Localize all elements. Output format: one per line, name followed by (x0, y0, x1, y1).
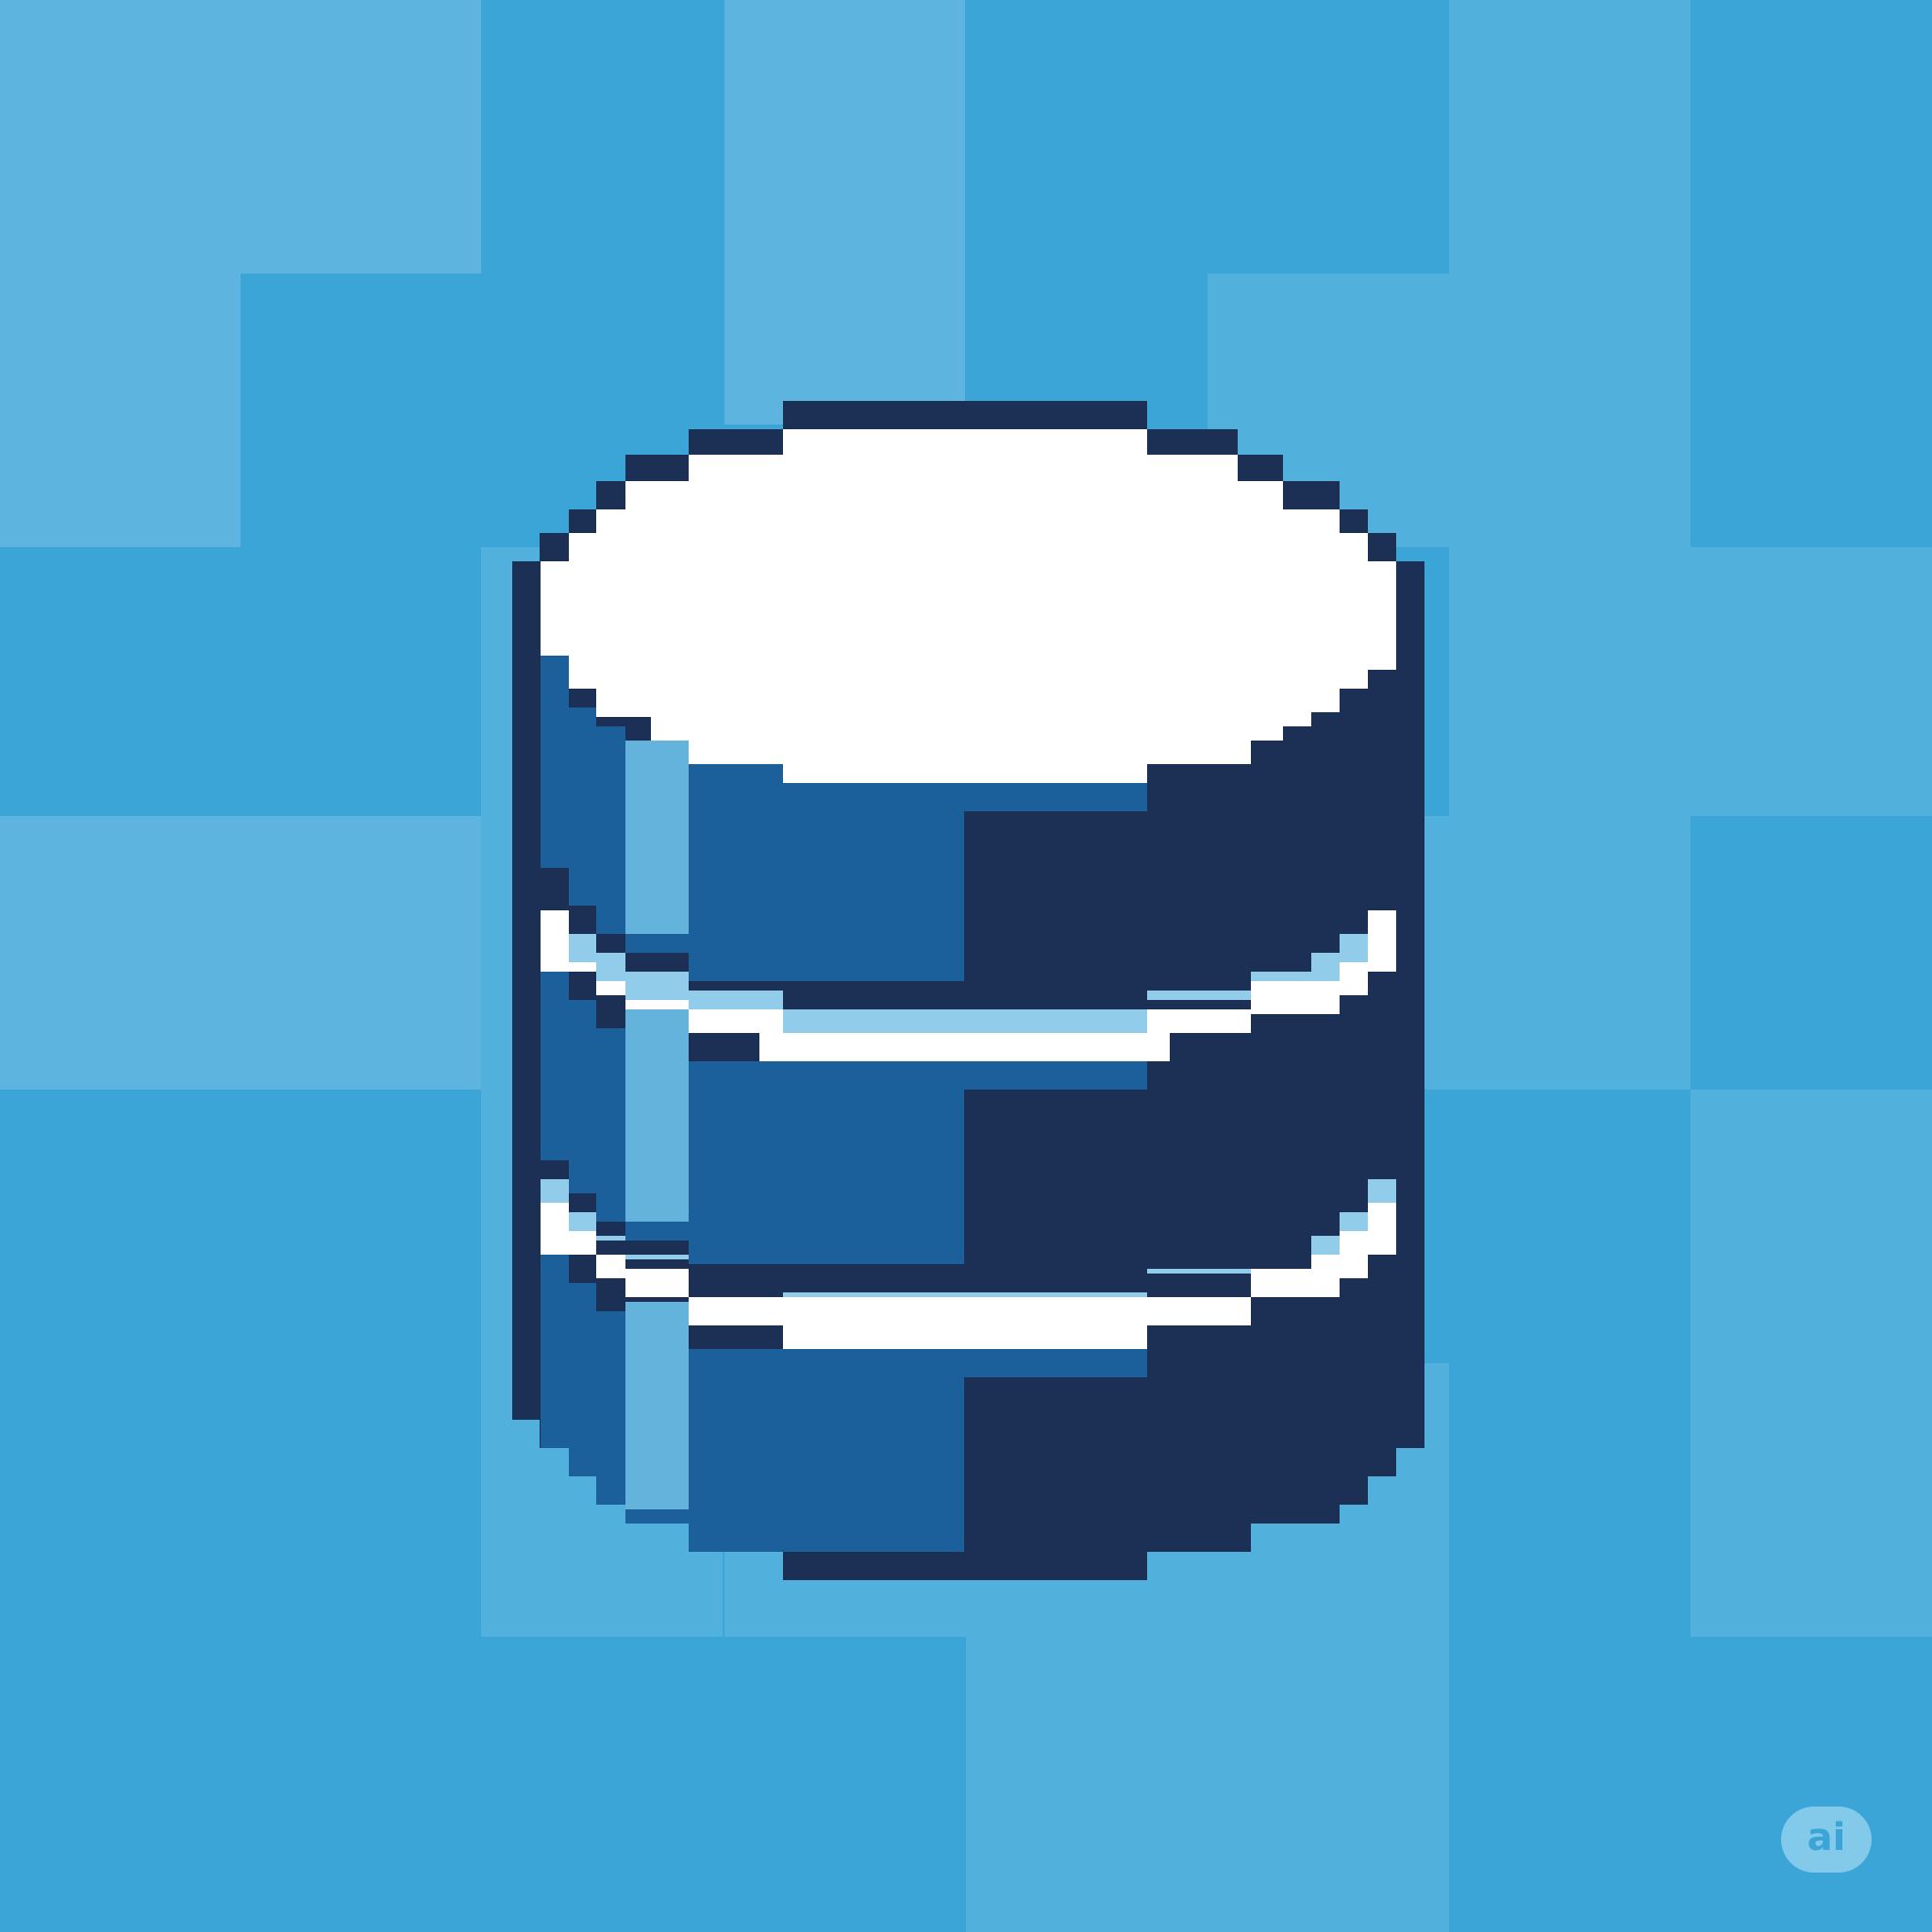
tier-highlights (625, 741, 689, 1509)
cylinder-top (541, 429, 1396, 783)
ai-badge-label: ai (1807, 1816, 1846, 1859)
database-icon (512, 401, 1424, 1580)
ai-badge: ai (1781, 1807, 1872, 1873)
tier-separators (541, 910, 1396, 1349)
